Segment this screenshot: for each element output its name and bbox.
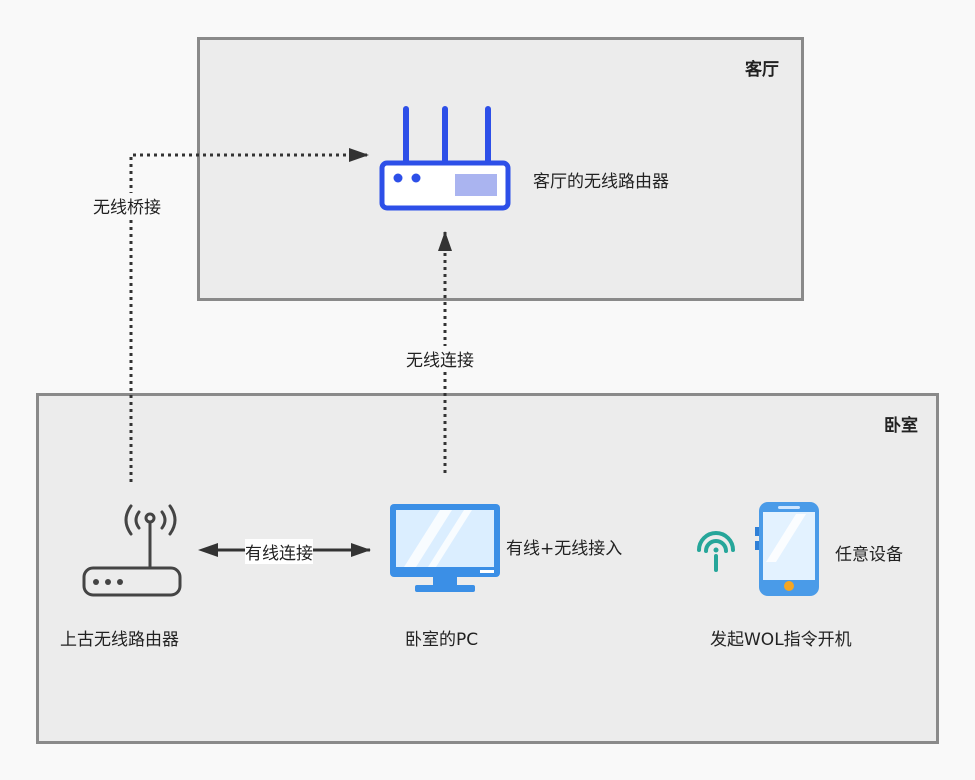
wired-connection-label: 有线连接	[245, 539, 313, 564]
living-router-label: 客厅的无线路由器	[533, 172, 669, 192]
bedroom-title: 卧室	[884, 416, 918, 436]
wireless-bridge-label: 无线桥接	[93, 193, 161, 218]
pc-note-label: 有线+无线接入	[506, 539, 623, 559]
wired-arrow-left	[198, 543, 218, 557]
living-room-title: 客厅	[745, 60, 779, 80]
bedroom-router-label: 上古无线路由器	[60, 630, 179, 650]
living-router-icon	[379, 106, 511, 211]
bedroom-router-icon	[82, 504, 182, 597]
pc-label: 卧室的PC	[405, 630, 479, 650]
device-label: 任意设备	[835, 545, 903, 565]
phone-icon	[755, 502, 819, 596]
pc-monitor-icon	[390, 504, 500, 592]
device-action-label: 发起WOL指令开机	[710, 630, 852, 650]
wireless-bridge-edge	[129, 148, 369, 482]
wifi-icon	[697, 531, 735, 572]
wireless-connection-label: 无线连接	[406, 346, 474, 371]
